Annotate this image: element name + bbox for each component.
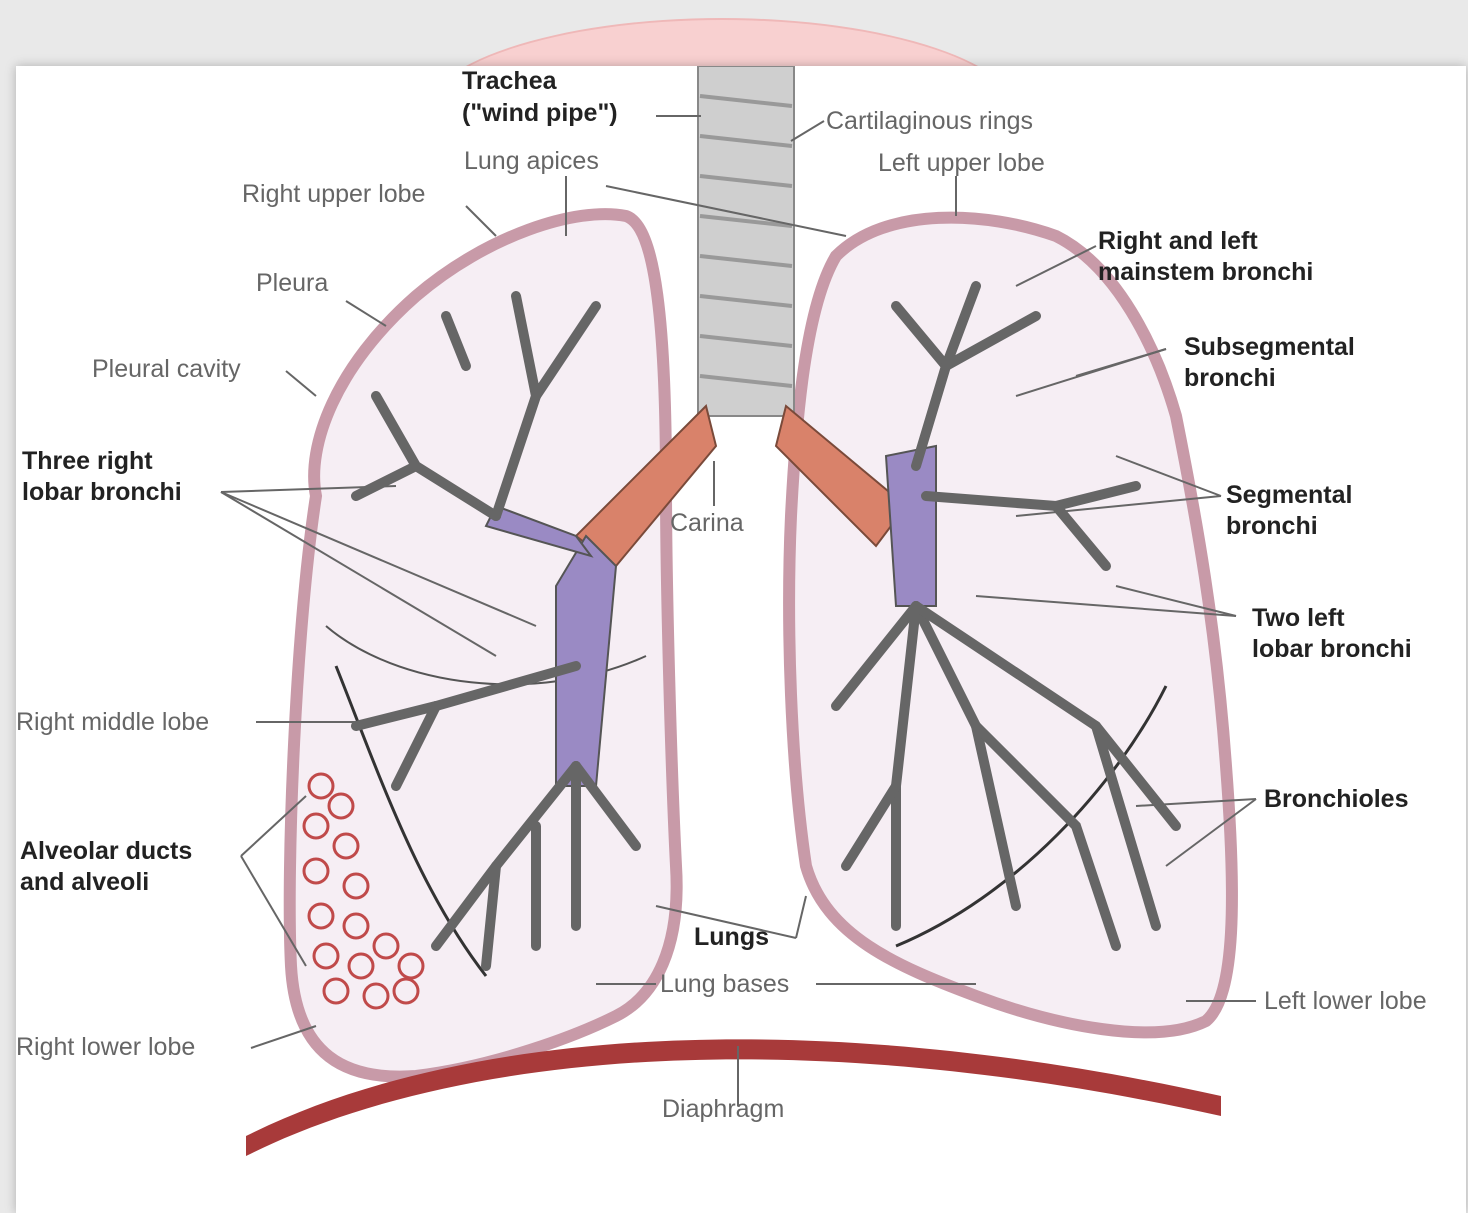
- label-lung-apices: Lung apices: [464, 146, 599, 176]
- label-carina: Carina: [670, 508, 744, 538]
- label-alveolar-1: Alveolar ducts: [20, 836, 192, 866]
- label-segmental-2: bronchi: [1226, 511, 1318, 541]
- label-left-lower-lobe: Left lower lobe: [1264, 986, 1427, 1016]
- label-segmental-1: Segmental: [1226, 480, 1352, 510]
- label-right-lower-lobe: Right lower lobe: [16, 1032, 195, 1062]
- label-two-left-2: lobar bronchi: [1252, 634, 1412, 664]
- label-right-middle-lobe: Right middle lobe: [16, 707, 209, 737]
- label-bronchioles: Bronchioles: [1264, 784, 1408, 814]
- label-mainstem-bronchi-1: Right and left: [1098, 226, 1258, 256]
- label-pleural-cavity: Pleural cavity: [92, 354, 241, 384]
- label-trachea: Trachea: [462, 66, 557, 96]
- label-subsegmental-1: Subsegmental: [1184, 332, 1355, 362]
- label-alveolar-2: and alveoli: [20, 867, 149, 897]
- label-lung-bases: Lung bases: [660, 969, 789, 999]
- label-three-right-1: Three right: [22, 446, 153, 476]
- label-two-left-1: Two left: [1252, 603, 1345, 633]
- label-three-right-2: lobar bronchi: [22, 477, 182, 507]
- diagram-card: Trachea ("wind pipe") Cartilaginous ring…: [16, 66, 1466, 1213]
- label-wind-pipe: ("wind pipe"): [462, 98, 618, 128]
- label-diaphragm: Diaphragm: [662, 1094, 784, 1124]
- label-subsegmental-2: bronchi: [1184, 363, 1276, 393]
- label-mainstem-bronchi-2: mainstem bronchi: [1098, 257, 1313, 287]
- left-lung: [789, 218, 1232, 1033]
- label-lungs: Lungs: [694, 922, 769, 952]
- label-right-upper-lobe: Right upper lobe: [242, 179, 425, 209]
- label-left-upper-lobe: Left upper lobe: [878, 148, 1045, 178]
- label-pleura: Pleura: [256, 268, 328, 298]
- label-cartilaginous-rings: Cartilaginous rings: [826, 106, 1033, 136]
- trachea-tube: [698, 66, 794, 416]
- left-lobar-bronchus: [886, 446, 936, 606]
